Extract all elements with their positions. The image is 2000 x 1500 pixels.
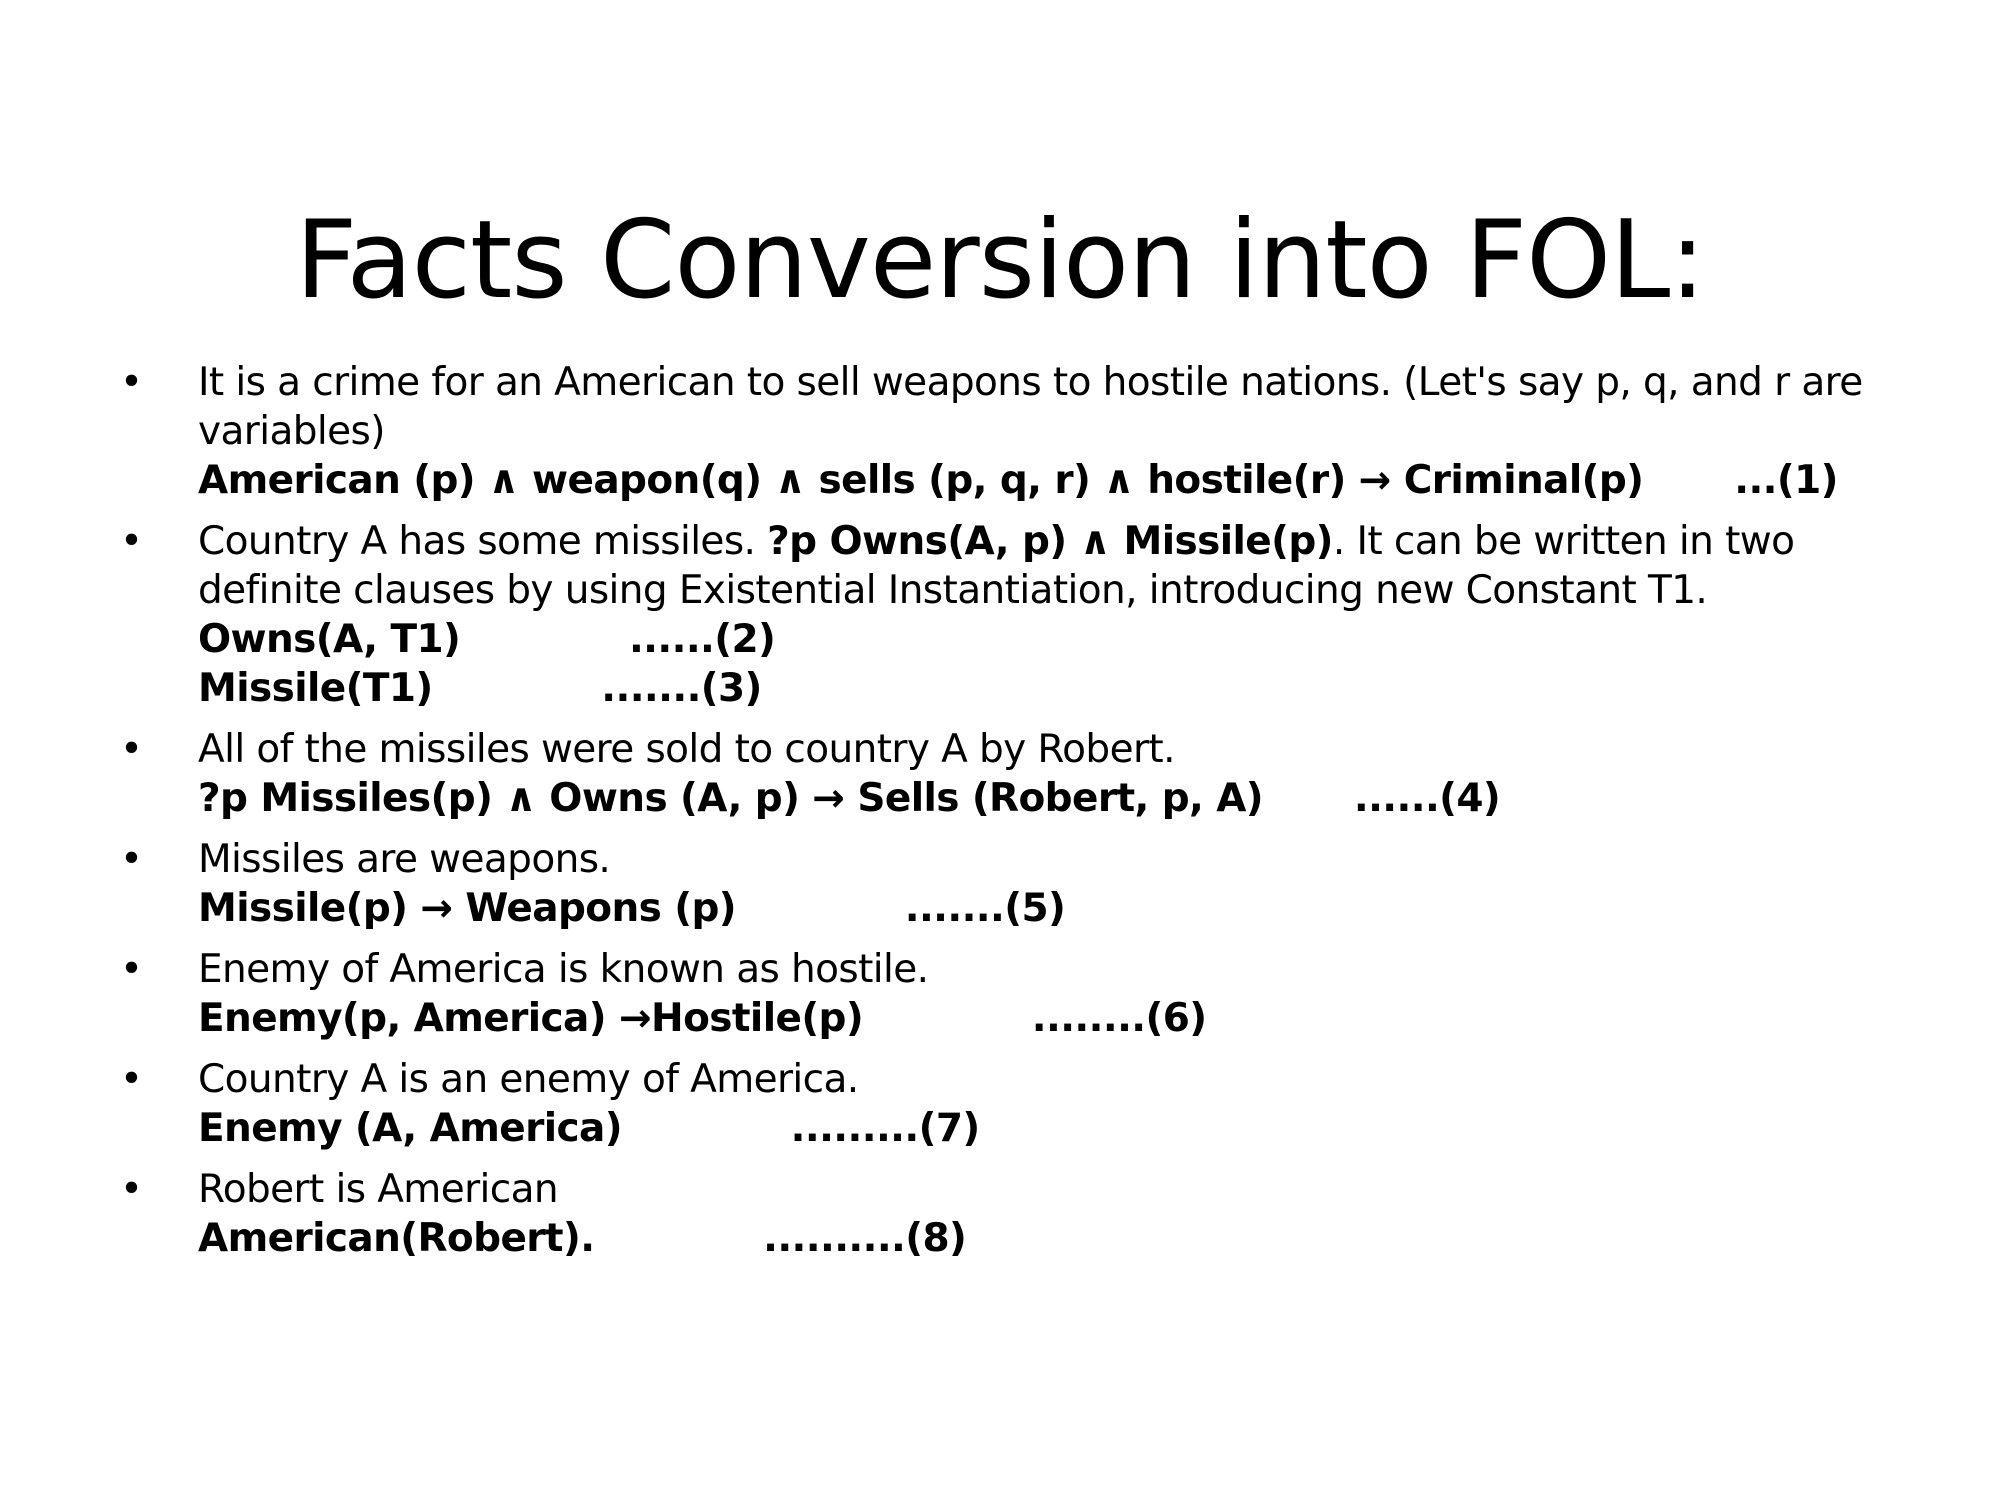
bullet-item-3: • All of the missiles were sold to count…: [120, 725, 1910, 823]
bullet-item-2: • Country A has some missiles. ?p Owns(A…: [120, 517, 1910, 713]
inline-formula: ?p Owns(A, p) ∧ Missile(p): [767, 519, 1333, 564]
bullet-dot-icon: •: [120, 837, 143, 882]
bullet-text-after: . It can be written in two definite clau…: [198, 519, 1795, 613]
bullet-dot-icon: •: [120, 360, 143, 405]
bullet-dot-icon: •: [120, 519, 143, 564]
bullet-text-before: Country A has some missiles.: [198, 519, 768, 564]
bullet-text: Robert is American: [198, 1167, 559, 1212]
bullet-dot-icon: •: [120, 1057, 143, 1102]
fol-formula-7: Enemy (A, America) .........(7): [198, 1106, 980, 1151]
fol-formula-3: Missile(T1) .......(3): [198, 666, 762, 711]
bullet-text: Country A is an enemy of America.: [198, 1057, 859, 1102]
bullet-text: All of the missiles were sold to country…: [198, 727, 1175, 772]
bullet-dot-icon: •: [120, 727, 143, 772]
bullet-item-1: • It is a crime for an American to sell …: [120, 358, 1910, 505]
fol-formula-8: American(Robert). ..........(8): [198, 1216, 967, 1261]
fol-formula-6: Enemy(p, America) →Hostile(p) ........(6…: [198, 996, 1207, 1041]
bullet-text: Missiles are weapons.: [198, 837, 611, 882]
bullet-dot-icon: •: [120, 947, 143, 992]
bullet-text: It is a crime for an American to sell we…: [198, 360, 1863, 454]
fol-formula-2: Owns(A, T1) ......(2): [198, 617, 776, 662]
bullet-text: Country A has some missiles. ?p Owns(A, …: [198, 517, 1910, 615]
bullet-list: • It is a crime for an American to sell …: [120, 358, 1910, 1275]
bullet-item-4: • Missiles are weapons. Missile(p) → Wea…: [120, 835, 1910, 933]
bullet-text: Enemy of America is known as hostile.: [198, 947, 929, 992]
bullet-item-6: • Country A is an enemy of America. Enem…: [120, 1055, 1910, 1153]
slide-title: Facts Conversion into FOL:: [295, 198, 1705, 324]
fol-formula-5: Missile(p) → Weapons (p) .......(5): [198, 886, 1066, 931]
fol-formula-1: American (p) ∧ weapon(q) ∧ sells (p, q, …: [198, 458, 1838, 503]
bullet-dot-icon: •: [120, 1167, 143, 1212]
bullet-item-5: • Enemy of America is known as hostile. …: [120, 945, 1910, 1043]
fol-formula-4: ?p Missiles(p) ∧ Owns (A, p) → Sells (Ro…: [198, 776, 1501, 821]
bullet-item-7: • Robert is American American(Robert). .…: [120, 1165, 1910, 1263]
